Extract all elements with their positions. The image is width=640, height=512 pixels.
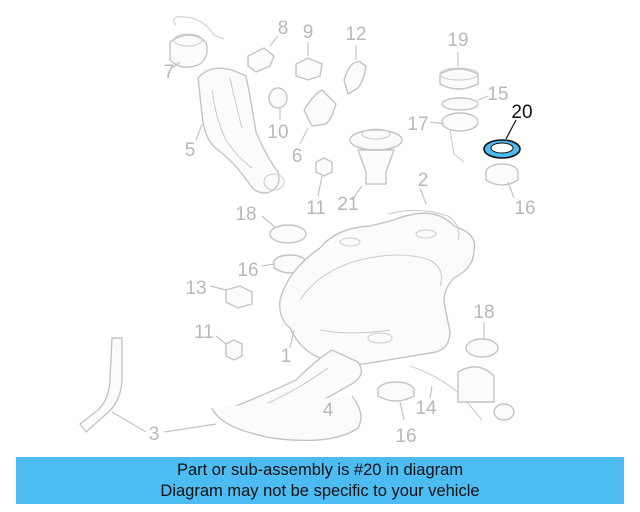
part-9-clip: [295, 42, 323, 81]
label-19: 19: [447, 30, 468, 51]
part-19-lock-ring: [439, 52, 479, 90]
label-20: 20: [511, 102, 532, 123]
label-3: 3: [149, 424, 160, 445]
label-17: 17: [407, 114, 428, 135]
label-18-right: 18: [473, 302, 494, 323]
label-18-left: 18: [235, 204, 256, 225]
label-2: 2: [418, 170, 429, 191]
label-5: 5: [185, 140, 196, 161]
info-banner: Part or sub-assembly is #20 in diagram D…: [16, 457, 624, 504]
part-16-right-ring: [485, 163, 519, 199]
part-11-lower-valve: [215, 335, 243, 361]
part-7-filler-cap: [169, 16, 225, 69]
part-15-seal: [441, 95, 489, 111]
part-12-sensor: [343, 46, 367, 95]
label-15: 15: [487, 84, 508, 105]
label-6: 6: [292, 146, 303, 167]
label-21: 21: [337, 194, 358, 215]
part-11-upper-valve: [315, 157, 333, 197]
part-14-module: [409, 365, 515, 421]
parts-diagram: 7 8 9 12 19 15 17 20 5 10 6 11 21 2 16 1…: [79, 16, 536, 447]
label-11-lower: 11: [194, 322, 214, 343]
label-10: 10: [267, 122, 288, 143]
part-16-bottom-ring: [377, 381, 415, 421]
label-4: 4: [323, 400, 334, 421]
label-9: 9: [303, 22, 314, 43]
label-1: 1: [281, 346, 292, 367]
part-8-bracket: [247, 35, 279, 73]
label-16-left: 16: [237, 260, 258, 281]
label-14: 14: [415, 398, 437, 419]
part-10-valve: [268, 87, 288, 120]
label-12: 12: [345, 24, 366, 45]
part-20-seal-ring: [483, 119, 521, 159]
part-18-left-ring: [261, 215, 307, 244]
banner-line-2: Diagram may not be specific to your vehi…: [160, 481, 480, 500]
part-13-valve: [209, 285, 253, 309]
part-16-left-ring: [261, 254, 307, 274]
part-18-right-ring: [465, 322, 499, 358]
part-21-fuel-pump: [349, 128, 403, 201]
part-17-sender: [429, 112, 479, 163]
part-3-straps: [79, 337, 362, 442]
label-11-upper: 11: [306, 198, 326, 219]
label-13: 13: [185, 278, 206, 299]
part-6-bracket: [299, 89, 337, 145]
banner-line-1: Part or sub-assembly is #20 in diagram: [176, 460, 464, 479]
part-1-2-fuel-tank: [279, 187, 476, 365]
part-5-filler-neck: [195, 67, 285, 194]
label-16-bottom: 16: [395, 426, 416, 447]
label-16-right: 16: [514, 198, 535, 219]
label-8: 8: [278, 18, 289, 39]
label-7: 7: [164, 62, 175, 83]
